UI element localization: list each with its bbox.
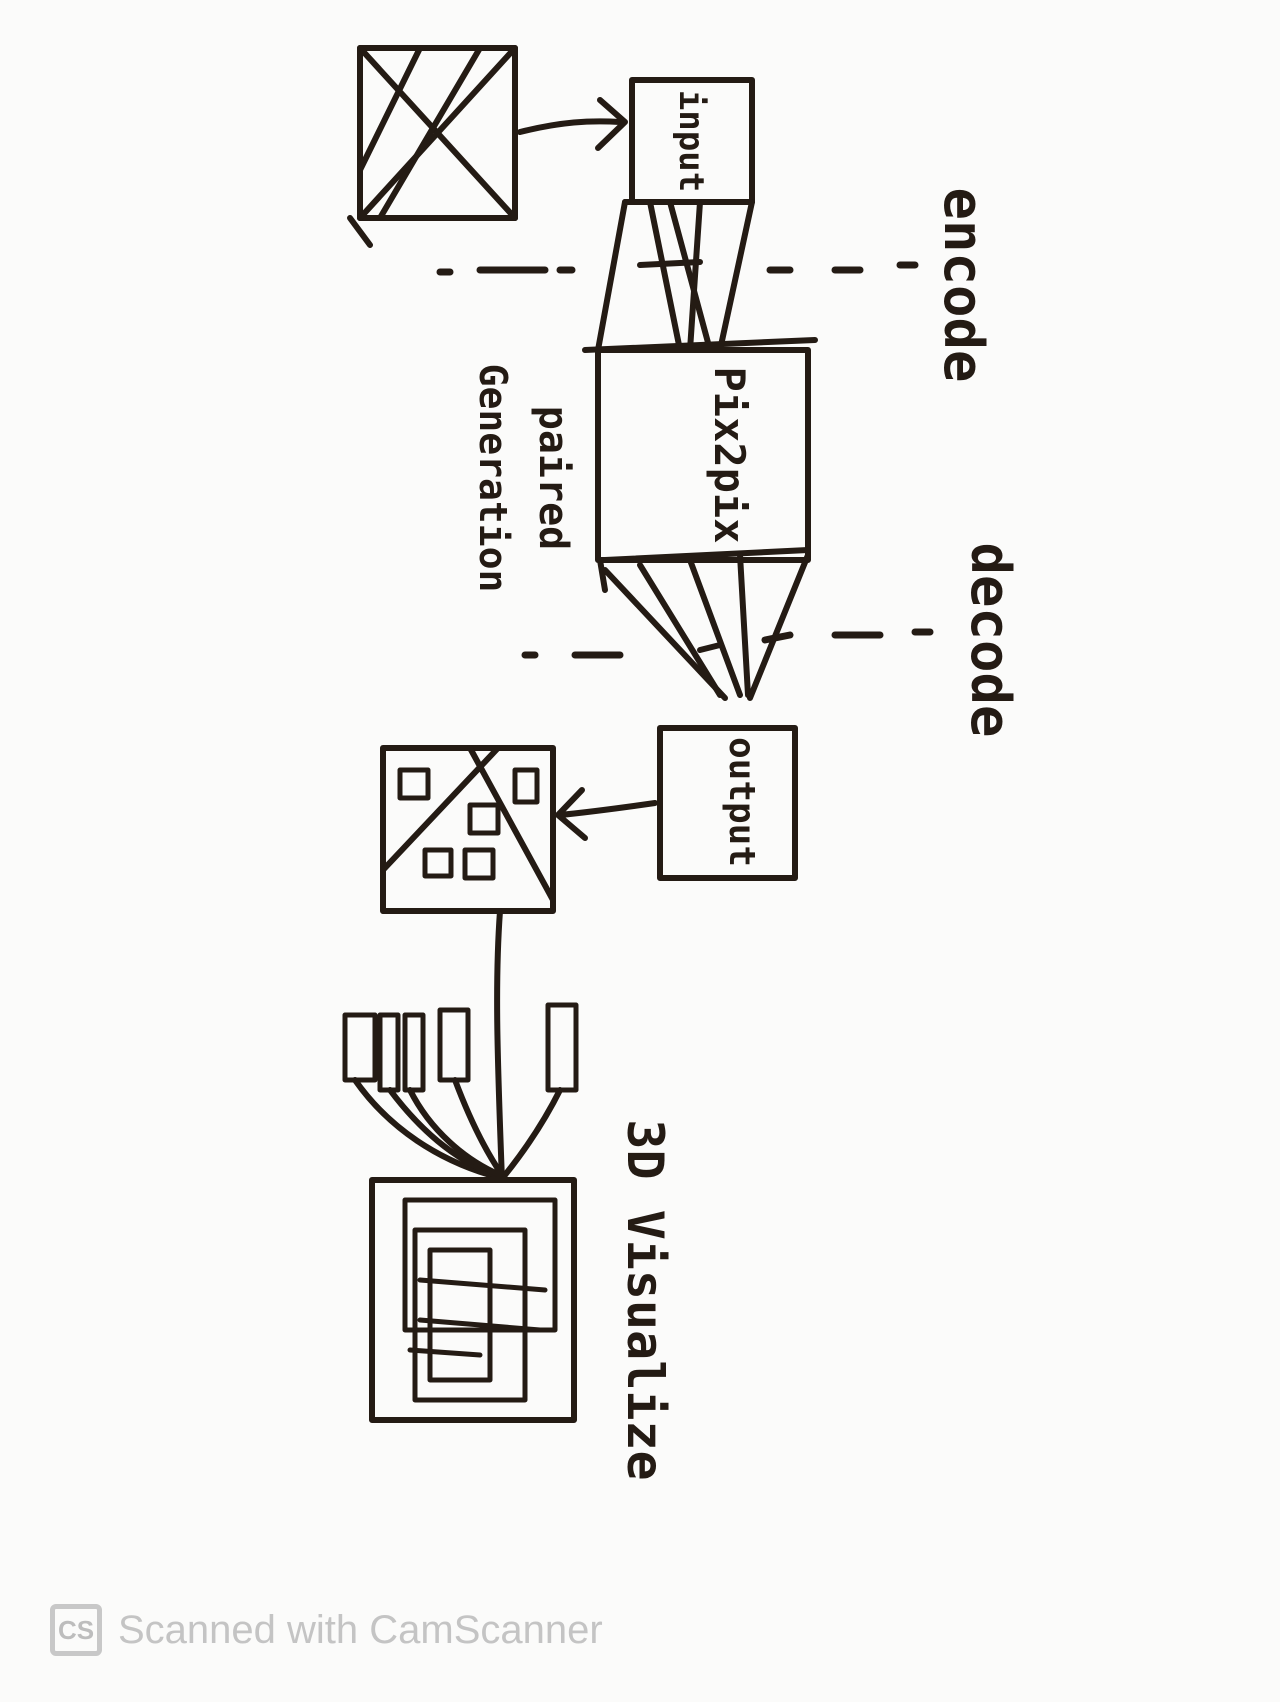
input-image-box bbox=[347, 45, 518, 248]
generation-label: Generation bbox=[471, 364, 515, 593]
result-image-box bbox=[380, 745, 556, 914]
input-label: input bbox=[671, 90, 711, 192]
decode-dashed-line bbox=[521, 628, 934, 659]
component-fan bbox=[342, 1002, 579, 1178]
encode-dashed-line bbox=[436, 261, 919, 276]
camscanner-watermark: CS Scanned with CamScanner bbox=[50, 1600, 603, 1660]
pix2pix-label: Pix2pix bbox=[705, 366, 754, 543]
visualize-3d-box bbox=[369, 1177, 577, 1423]
arrow-to-input bbox=[517, 97, 628, 151]
pix2pix-box bbox=[582, 337, 818, 593]
camscanner-logo-icon: CS bbox=[50, 1604, 102, 1656]
result-connector bbox=[494, 908, 505, 1183]
encode-label: encode bbox=[932, 187, 995, 382]
arrow-to-result bbox=[555, 787, 658, 841]
decode-label: decode bbox=[959, 542, 1022, 737]
encoder-funnel bbox=[595, 199, 755, 353]
output-box bbox=[657, 725, 798, 881]
paired-label: paired bbox=[530, 406, 576, 551]
visualize-label: 3D Visualize bbox=[616, 1119, 674, 1480]
watermark-text: Scanned with CamScanner bbox=[118, 1607, 603, 1652]
output-label: output bbox=[721, 737, 762, 867]
decoder-funnel bbox=[602, 547, 811, 701]
